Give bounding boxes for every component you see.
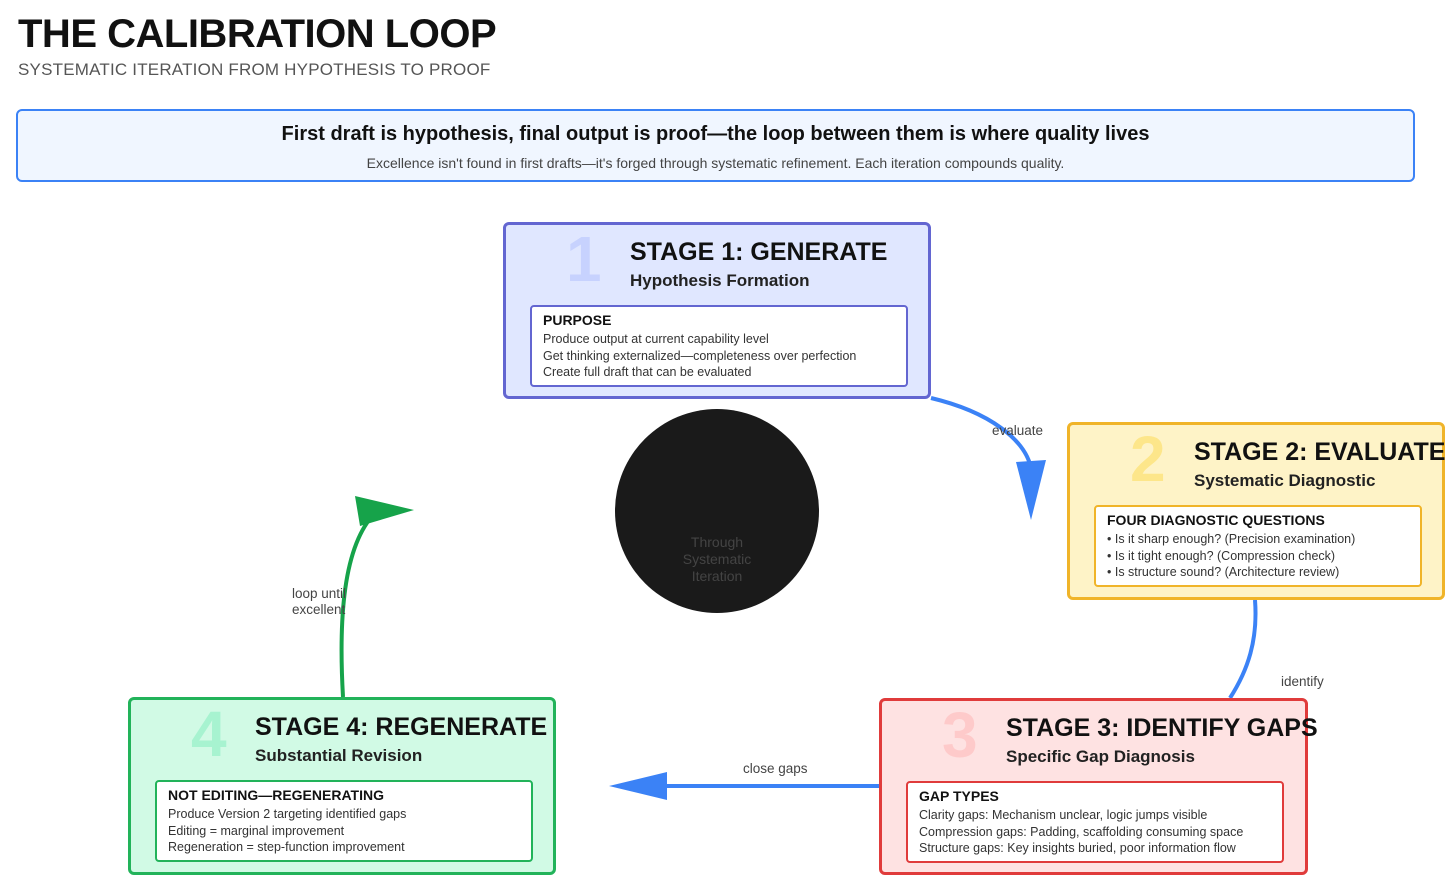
stage-subtitle: Systematic Diagnostic: [1194, 471, 1376, 490]
arrowhead-loop: [355, 496, 414, 526]
stage-detail-box: PURPOSE Produce output at current capabi…: [530, 305, 908, 387]
detail-line: Produce Version 2 targeting identified g…: [168, 807, 407, 821]
arrowhead-close-gaps: [609, 772, 667, 800]
arrow-identify: [1228, 599, 1258, 700]
detail-line: Compression gaps: Padding, scaffolding c…: [919, 824, 1244, 839]
detail-line: Structure gaps: Key insights buried, poo…: [919, 841, 1236, 855]
edge-label-loop-line1: loop until: [292, 586, 347, 601]
arrow-loop: [339, 508, 380, 698]
detail-box-title: GAP TYPES: [919, 788, 999, 804]
detail-box-title: NOT EDITING—REGENERATING: [168, 787, 384, 803]
edge-label-close-gaps: close gaps: [743, 761, 808, 776]
edge-label-loop: loop until excellent: [292, 586, 346, 618]
edge-label-identify: identify: [1281, 674, 1324, 689]
stage-number: 4: [191, 698, 227, 770]
stage-detail-box: GAP TYPES Clarity gaps: Mechanism unclea…: [906, 781, 1284, 863]
banner-subtext: Excellence isn't found in first drafts—i…: [366, 155, 1065, 171]
arrow-evaluate: [930, 396, 1033, 469]
detail-box-title: PURPOSE: [543, 312, 612, 328]
detail-line: • Is it tight enough? (Compression check…: [1107, 548, 1336, 563]
stage-subtitle: Substantial Revision: [255, 746, 423, 765]
stage-title: STAGE 4: REGENERATE: [255, 713, 548, 741]
stage-title: STAGE 3: IDENTIFY GAPS: [1006, 714, 1318, 742]
detail-line: Editing = marginal improvement: [168, 823, 345, 838]
stage-detail-box: NOT EDITING—REGENERATING Produce Version…: [155, 780, 533, 862]
stage-number: 1: [566, 223, 602, 295]
stage-title: STAGE 2: EVALUATE: [1194, 438, 1446, 466]
stage-number: 2: [1130, 423, 1166, 495]
edge-label-loop-line2: excellent: [292, 602, 346, 617]
arrowhead-evaluate: [1016, 460, 1046, 520]
center-line: Through: [690, 534, 744, 550]
page-title: THE CALIBRATION LOOP: [18, 12, 497, 56]
detail-box-title: FOUR DIAGNOSTIC QUESTIONS: [1107, 512, 1325, 528]
banner-headline: First draft is hypothesis, final output …: [281, 123, 1150, 145]
page-subtitle: SYSTEMATIC ITERATION FROM HYPOTHESIS TO …: [18, 60, 491, 79]
edge-label-evaluate: evaluate: [992, 423, 1044, 438]
center-line: Systematic: [682, 551, 752, 567]
detail-line: Regeneration = step-function improvement: [168, 840, 405, 854]
stage-subtitle: Hypothesis Formation: [630, 271, 810, 290]
detail-line: Clarity gaps: Mechanism unclear, logic j…: [919, 808, 1208, 822]
detail-line: Produce output at current capability lev…: [543, 332, 769, 346]
center-line: Iteration: [691, 568, 743, 584]
detail-line: • Is structure sound? (Architecture revi…: [1107, 565, 1340, 579]
detail-line: • Is it sharp enough? (Precision examina…: [1107, 532, 1356, 546]
stage-subtitle: Specific Gap Diagnosis: [1006, 747, 1195, 766]
detail-line: Create full draft that can be evaluated: [543, 365, 752, 379]
center-hub-text: Through Systematic Iteration: [615, 534, 819, 585]
principle-banner: First draft is hypothesis, final output …: [16, 109, 1415, 182]
stage-1-generate-card: 1 STAGE 1: GENERATE Hypothesis Formation…: [503, 222, 931, 399]
stage-number: 3: [942, 699, 978, 771]
stage-3-identify-gaps-card: 3 STAGE 3: IDENTIFY GAPS Specific Gap Di…: [879, 698, 1318, 875]
detail-line: Get thinking externalized—completeness o…: [543, 348, 857, 363]
stage-title: STAGE 1: GENERATE: [630, 238, 888, 266]
stage-detail-box: FOUR DIAGNOSTIC QUESTIONS • Is it sharp …: [1094, 505, 1422, 587]
stage-4-regenerate-card: 4 STAGE 4: REGENERATE Substantial Revisi…: [128, 697, 556, 875]
center-hub-circle: Through Systematic Iteration: [615, 409, 819, 613]
stage-2-evaluate-card: 2 STAGE 2: EVALUATE Systematic Diagnosti…: [1067, 422, 1445, 600]
